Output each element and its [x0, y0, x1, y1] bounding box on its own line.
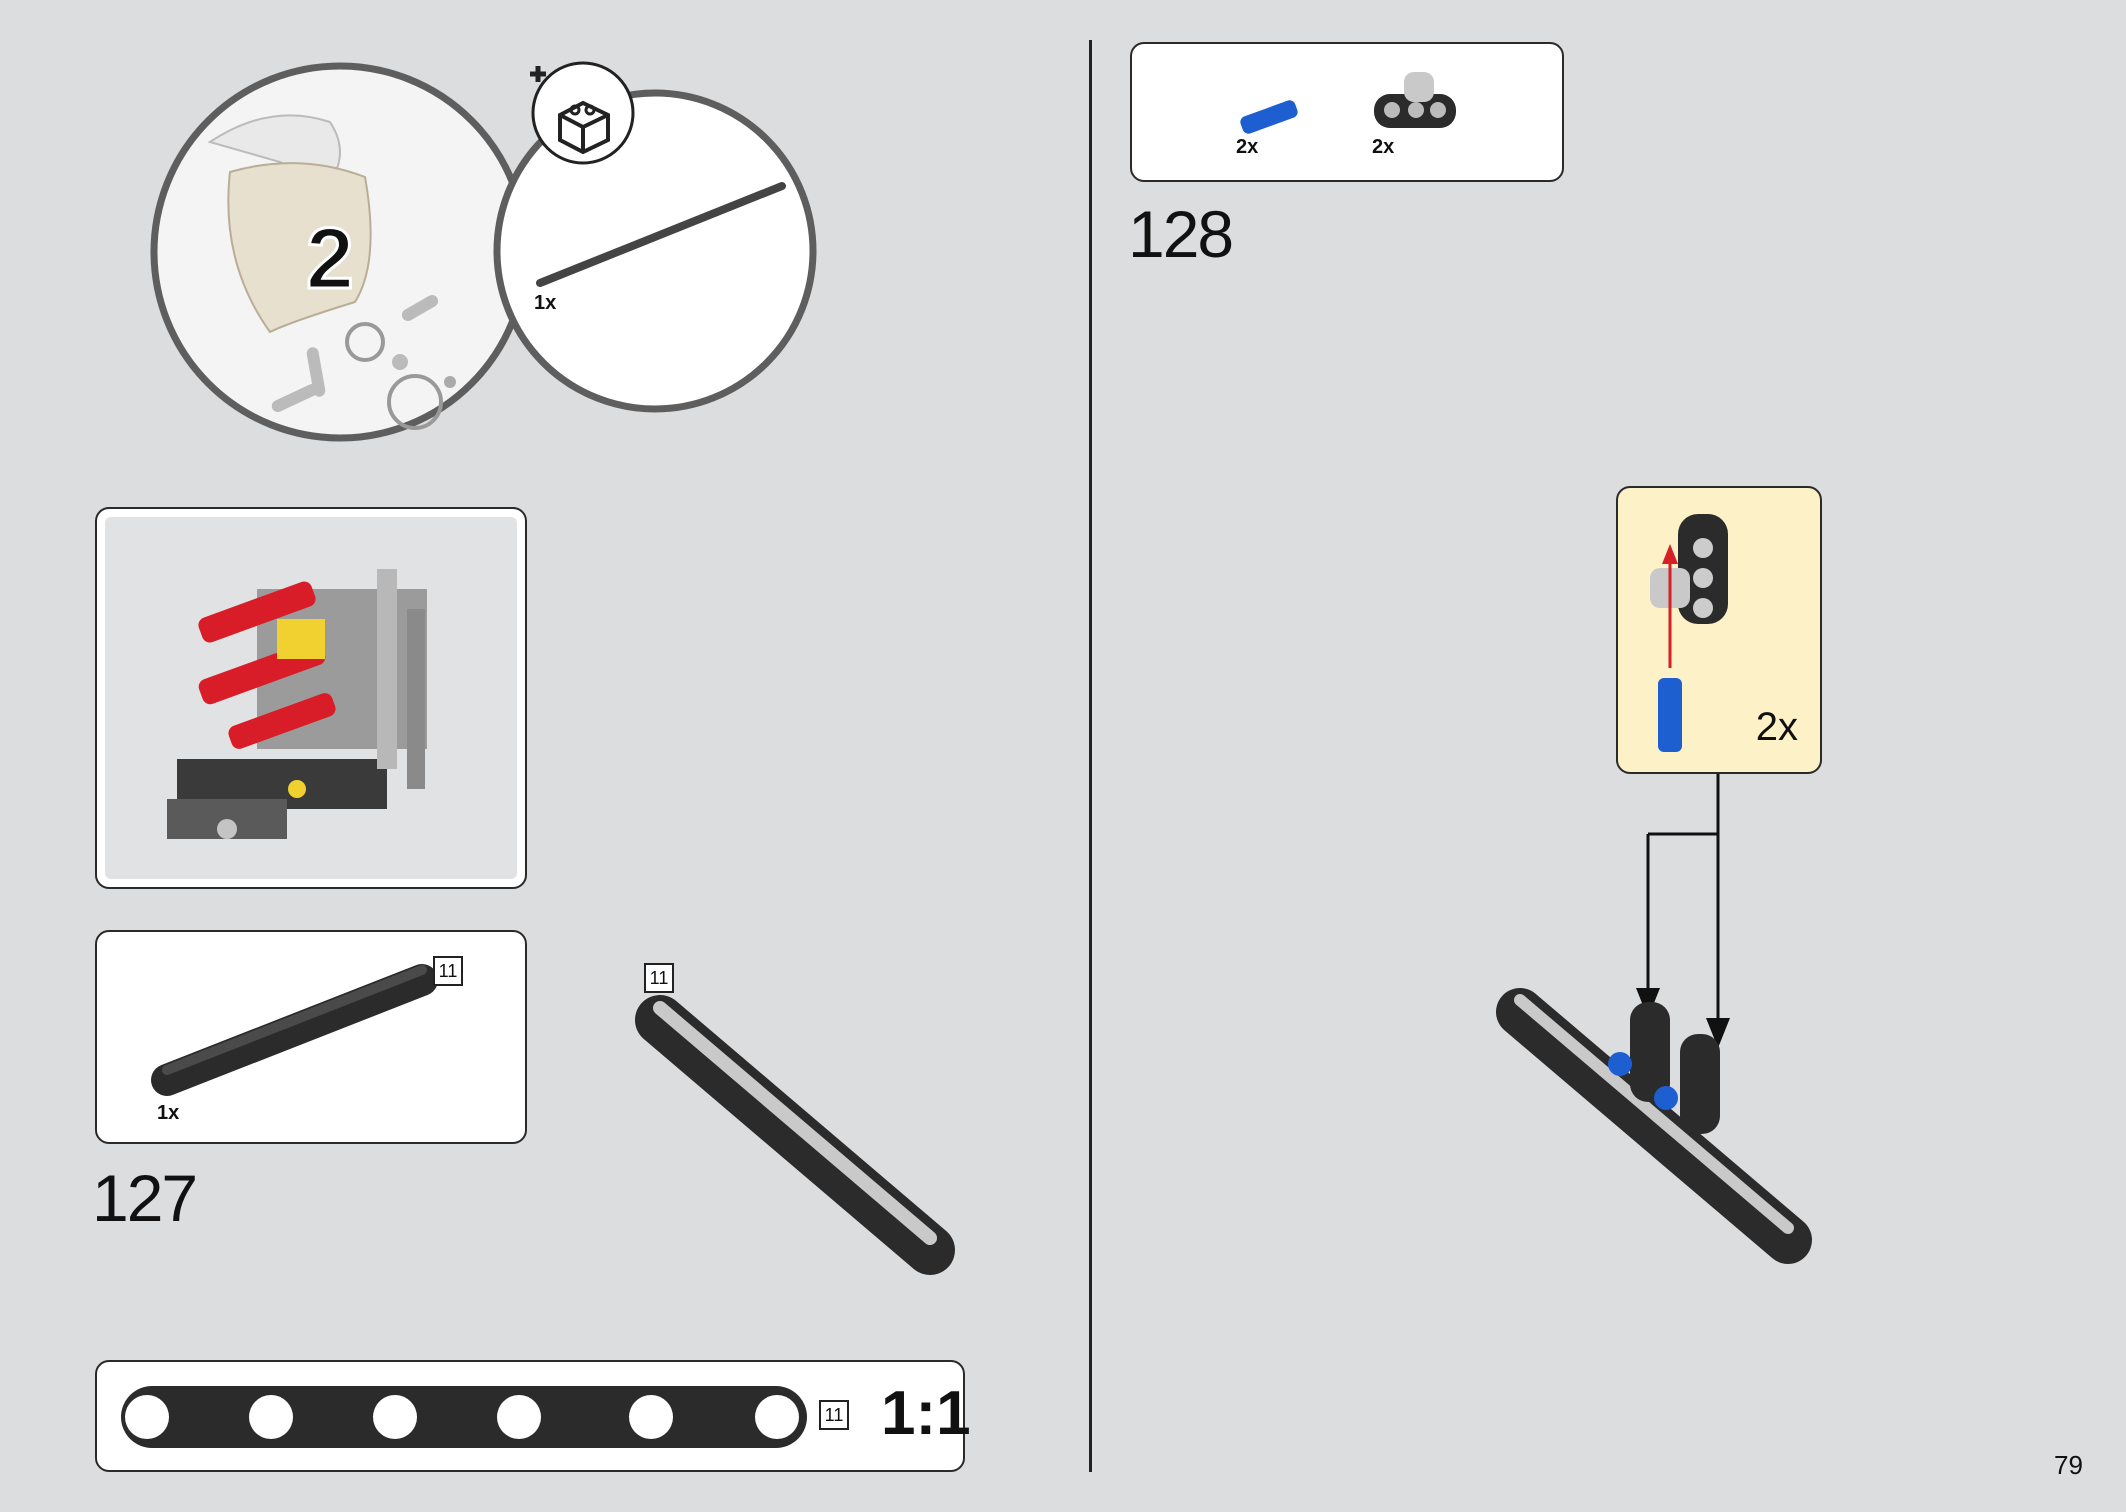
model-assembly-illustration	[167, 569, 427, 839]
sub-assembly-callout: 2x	[1616, 486, 1822, 774]
scale-bar-panel: 11 1:1	[95, 1360, 971, 1472]
bag-circle-illustration	[150, 62, 530, 442]
step-128-part-1-qty: 2x	[1236, 136, 1259, 158]
bag-number: 2	[305, 210, 356, 309]
page-number: 79	[2054, 1450, 2083, 1480]
scale-length-tag: 11	[819, 1400, 849, 1430]
new-part-circle	[493, 89, 817, 413]
new-bag-icon	[530, 61, 635, 165]
connector-icon	[1374, 72, 1456, 128]
beam-11-icon	[151, 964, 438, 1096]
sub-assembly-illustration	[1650, 514, 1728, 752]
step-127-model-length-tag: 11	[644, 963, 674, 993]
sub-assembly-qty: 2x	[1755, 705, 1798, 749]
step-127-part-length-tag: 11	[433, 956, 463, 986]
step-128-part-2-qty: 2x	[1372, 136, 1395, 158]
model-preview-panel	[95, 507, 527, 889]
page-divider	[1089, 40, 1092, 1472]
new-part-qty: 1x	[534, 292, 557, 314]
step-127-part-qty: 1x	[157, 1102, 180, 1124]
step-128-number: 128	[1128, 197, 1234, 271]
step-128-model-illustration	[1496, 988, 1812, 1264]
step-127-beam-illustration	[635, 995, 955, 1275]
step-127-number: 127	[92, 1161, 198, 1235]
step-128-parts-panel: 2x 2x	[1130, 42, 1564, 182]
blue-pin-icon	[1240, 100, 1298, 134]
scale-beam-illustration	[121, 1386, 807, 1448]
step-127-parts-panel: 1x 11	[95, 930, 527, 1144]
scale-ratio: 1:1	[881, 1379, 971, 1448]
